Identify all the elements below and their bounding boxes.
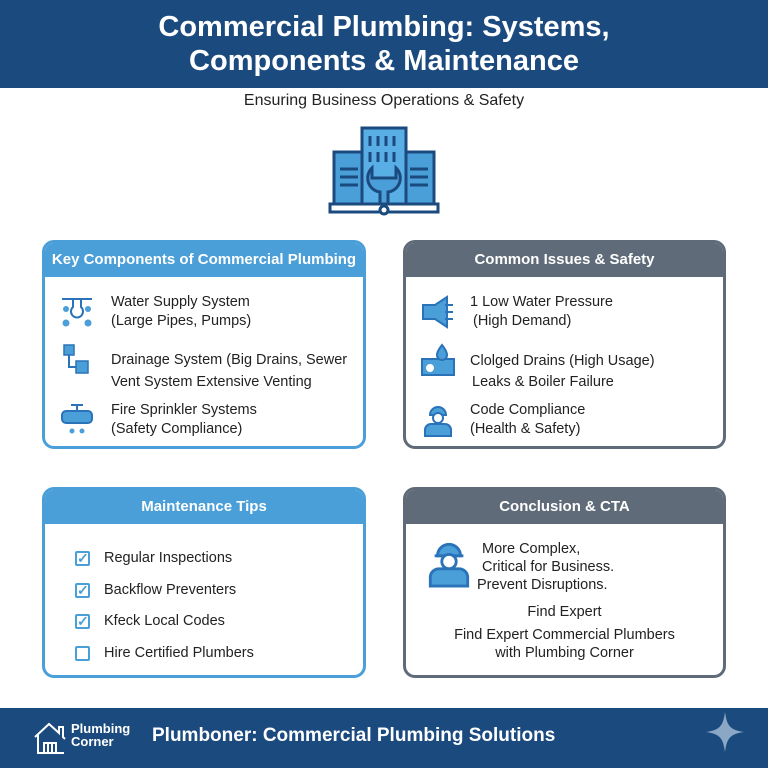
component-3: Vent System Extensive Venting [111,374,312,390]
tip-label: Backflow Preventers [104,582,237,598]
issues-panel: Common Issues & Safety 1 Low Water Press… [403,240,726,449]
issue-1-line-2: (High Demand) [473,313,572,329]
tips-panel: Maintenance Tips ✓ Regular Inspections ✓ B… [42,487,366,678]
building-wrench-icon [328,126,440,216]
cta-line-1[interactable]: Find Expert Commercial Plumbers [454,627,675,643]
cta-line-2: with Plumbing Corner [495,645,634,661]
tip-2[interactable]: ✓ Backflow Preventers [75,582,236,598]
checkbox-unchecked[interactable] [75,645,90,661]
tip-label: Hire Certified Plumbers [104,645,254,661]
tip-4[interactable]: Hire Certified Plumbers [75,645,254,661]
drainage-icon [57,343,97,377]
conclusion-line-1: More Complex, [482,541,581,557]
conclusion-line-2: Critical for Business. [482,559,615,575]
component-2: Drainage System (Big Drains, Sewer [111,351,348,368]
cta-heading: Find Expert [527,604,602,620]
title-line-2: Components & Maintenance [189,45,579,77]
issue-4-line-1: Code Compliance [470,402,586,418]
tip-label: Kfeck Local Codes [104,613,225,629]
pressure-icon [418,295,458,329]
page-header: Commercial Plumbing: Systems, Components… [0,0,768,88]
sparkle-icon [706,712,744,752]
checkbox-checked[interactable]: ✓ [75,581,90,598]
worker-icon [418,403,458,437]
subtitle: Ensuring Business Operations & Safety [243,92,525,109]
logo-line-1: Plumbing [71,721,131,736]
footer-text: Plumboner: Commercial Plumbing Solutions [152,725,556,746]
issue-4-line-2: (Health & Safety) [470,421,581,437]
tips-title: Maintenance Tips [45,490,363,524]
checkbox-checked[interactable]: ✓ [75,612,90,629]
tip-1[interactable]: ✓ Regular Inspections [75,550,232,566]
conclusion-line-3: Prevent Disruptions. [477,577,608,593]
component-4-line-1: Fire Sprinkler Systems [111,402,257,418]
logo-line-2: Corner [71,734,114,749]
tip-3[interactable]: ✓ Kfeck Local Codes [75,613,225,629]
component-1-line-1: Water Supply System [111,294,250,310]
components-title: Key Components of Commercial Plumbing [45,243,363,277]
conclusion-title: Conclusion & CTA [406,490,723,524]
boiler-icon [418,343,458,379]
issue-1-line-1: 1 Low Water Pressure [470,294,613,310]
component-4-line-2: (Safety Compliance) [111,421,243,437]
issue-2: Clolged Drains (High Usage) [470,352,655,369]
component-1-line-2: (Large Pipes, Pumps) [111,313,252,329]
issue-3: Leaks & Boiler Failure [472,374,614,390]
conclusion-panel: Conclusion & CTA More Complex, Critical … [403,487,726,678]
house-logo-icon [34,722,66,754]
title-line-1: Commercial Plumbing: Systems, [158,11,610,43]
water-supply-icon [57,295,97,329]
sprinkler-pipe-icon [57,403,97,437]
issues-title: Common Issues & Safety [406,243,723,277]
components-panel: Key Components of Commercial Plumbing Wa… [42,240,366,449]
worker-icon [426,538,472,593]
tip-label: Regular Inspections [104,550,233,566]
checkbox-checked[interactable]: ✓ [75,549,90,566]
